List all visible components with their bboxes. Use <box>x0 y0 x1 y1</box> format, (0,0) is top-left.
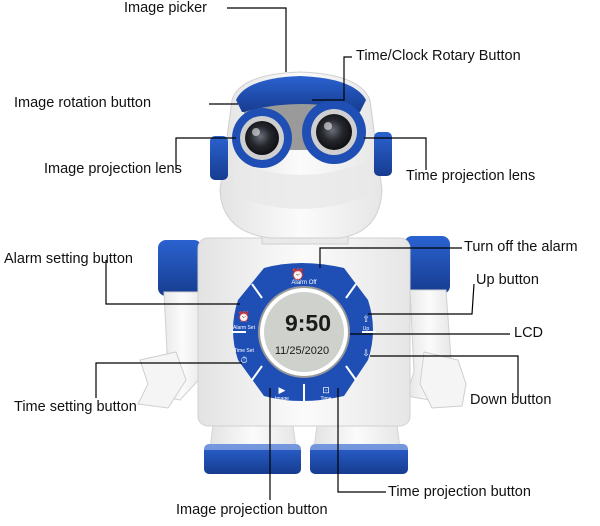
label-image-projection-lens: Image projection lens <box>44 161 182 177</box>
key-time-label: Time <box>321 396 332 402</box>
key-time-set-label: Time Set <box>234 348 254 354</box>
leader-lines <box>95 7 519 500</box>
label-time-setting-button: Time setting button <box>14 399 137 415</box>
label-image-projection-button: Image projection button <box>176 502 328 518</box>
svg-text:⏱: ⏱ <box>240 355 247 365</box>
label-image-picker: Image picker <box>124 0 208 16</box>
robot-right-arm <box>404 236 467 409</box>
lcd-time: 9:50 <box>285 310 331 336</box>
label-alarm-setting-button: Alarm setting button <box>4 251 133 267</box>
label-lcd: LCD <box>514 325 544 341</box>
key-alarm-set-label: Alarm Set <box>233 325 256 331</box>
label-image-rotation-button: Image rotation button <box>14 95 152 111</box>
label-time-clock-rotary-button: Time/Clock Rotary Button <box>356 48 521 64</box>
time-projection-lens-icon <box>302 100 366 164</box>
svg-text:⏰: ⏰ <box>238 310 250 323</box>
svg-text:▶: ▶ <box>279 385 286 395</box>
robot-left-arm <box>137 240 207 409</box>
label-turn-off-alarm: Turn off the alarm <box>464 239 578 255</box>
image-projection-lens-icon <box>232 108 292 168</box>
label-down-button: Down button <box>470 392 552 408</box>
key-image-label: Image <box>275 396 289 402</box>
label-time-projection-lens: Time projection lens <box>406 168 536 184</box>
key-alarm-off-label: Alarm Off <box>291 280 317 286</box>
svg-text:⇩: ⇩ <box>362 348 370 358</box>
svg-text:⏰: ⏰ <box>291 267 305 281</box>
lcd-date: 11/25/2020 <box>275 345 329 357</box>
label-up-button: Up button <box>476 272 539 288</box>
svg-text:⊡: ⊡ <box>322 385 330 395</box>
key-up-label: Up <box>363 326 370 332</box>
label-time-projection-button: Time projection button <box>388 484 531 500</box>
lcd-display: 9:50 11/25/2020 <box>258 286 350 378</box>
svg-text:⇧: ⇧ <box>362 314 370 324</box>
